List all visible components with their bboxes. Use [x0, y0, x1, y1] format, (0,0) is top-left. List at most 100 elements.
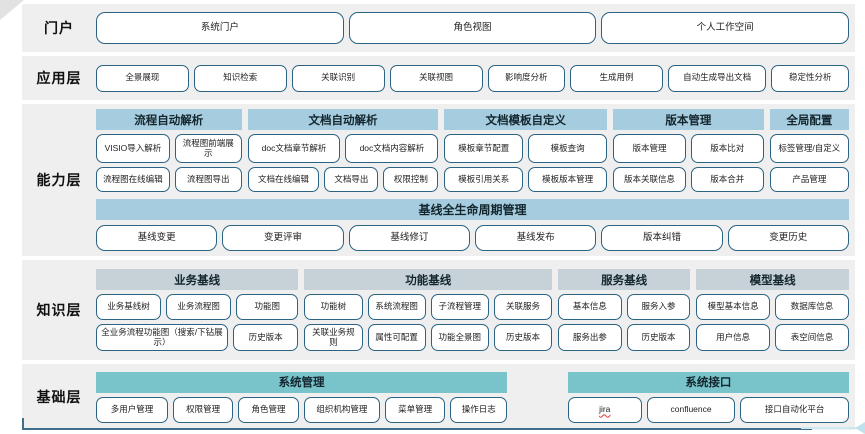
app-item-relation-view[interactable]: 关联视图: [389, 64, 483, 92]
base-confluence[interactable]: confluence: [646, 396, 736, 423]
base-multi-user-manage[interactable]: 多用户管理: [96, 396, 168, 423]
group-header-business-baseline: 业务基线: [96, 269, 299, 290]
base-org-structure-manage[interactable]: 组织机构管理: [303, 396, 380, 423]
know-business-baseline-tree[interactable]: 业务基线树: [96, 294, 162, 320]
group-row: doc文档章节解析 doc文档内容解析: [247, 134, 439, 163]
portal-item-role-view[interactable]: 角色视图: [348, 12, 597, 44]
layer-body-knowledge: 业务基线 业务基线树 业务流程图 功能图 全业务流程功能图（搜索/下钻展示） 历…: [96, 269, 855, 351]
know-subprocess-manage[interactable]: 子流程管理: [430, 294, 489, 320]
app-item-auto-export-doc[interactable]: 自动生成导出文档: [667, 64, 767, 92]
capability-group-doc-template: 文档模板自定义 模板章节配置 模板查询 模板引用关系 模板版本管理: [444, 109, 608, 192]
know-database-info[interactable]: 数据库信息: [775, 294, 849, 320]
know-service-basic-info[interactable]: 基本信息: [558, 294, 622, 320]
cap-template-version-manage[interactable]: 模板版本管理: [528, 167, 608, 192]
cap-tag-manage-custom[interactable]: 标签管理/自定义: [769, 134, 849, 163]
capability-groups: 流程自动解析 VISIO导入解析 流程图前端展示 流程图在线编辑 流程图导出 文…: [96, 109, 849, 192]
cap-version-merge[interactable]: 版本合并: [690, 167, 764, 192]
layer-label-application: 应用层: [36, 70, 82, 86]
group-row: 全业务流程功能图（搜索/下钻展示） 历史版本: [96, 324, 299, 351]
know-history-version-service[interactable]: 历史版本: [626, 324, 691, 351]
base-jira[interactable]: jira: [567, 396, 642, 423]
group-header-service-baseline: 服务基线: [558, 269, 691, 290]
lifecycle-change-review[interactable]: 变更评审: [222, 225, 344, 251]
know-model-basic-info[interactable]: 模型基本信息: [696, 294, 771, 320]
know-service-input-param[interactable]: 服务入参: [626, 294, 691, 320]
app-item-generate-case[interactable]: 生成用例: [570, 64, 663, 92]
right-edge-decoration: [855, 0, 865, 433]
know-user-info[interactable]: 用户信息: [696, 324, 771, 351]
cap-doc-export[interactable]: 文档导出: [324, 167, 379, 192]
group-header-process-parse: 流程自动解析: [96, 109, 242, 130]
cap-version-manage[interactable]: 版本管理: [613, 134, 686, 163]
cap-doc-content-parse[interactable]: doc文档内容解析: [345, 134, 439, 163]
layer-body-portal: 系统门户 角色视图 个人工作空间: [96, 12, 855, 44]
layer-body-capability: 流程自动解析 VISIO导入解析 流程图前端展示 流程图在线编辑 流程图导出 文…: [96, 109, 855, 251]
cap-doc-online-edit[interactable]: 文档在线编辑: [247, 167, 320, 192]
app-item-stability-analysis[interactable]: 稳定性分析: [771, 64, 849, 92]
base-interface-automation-platform[interactable]: 接口自动化平台: [740, 396, 849, 423]
group-row: 多用户管理 权限管理 角色管理 组织机构管理 菜单管理 操作日志: [96, 396, 508, 423]
group-row: VISIO导入解析 流程图前端展示: [96, 134, 242, 163]
base-role-manage[interactable]: 角色管理: [238, 396, 299, 423]
app-item-knowledge-search[interactable]: 知识检索: [193, 64, 287, 92]
portal-item-system-portal[interactable]: 系统门户: [96, 12, 344, 44]
cap-visio-import-parse[interactable]: VISIO导入解析: [96, 134, 170, 163]
cap-flowchart-export[interactable]: 流程图导出: [174, 167, 242, 192]
cap-version-compare[interactable]: 版本比对: [690, 134, 764, 163]
layer-label-knowledge: 知识层: [36, 302, 82, 318]
app-item-impact-analysis[interactable]: 影响度分析: [487, 64, 566, 92]
cap-flowchart-online-edit[interactable]: 流程图在线编辑: [96, 167, 170, 192]
group-row: 关联业务规则 属性可配置 功能全景图 历史版本: [304, 324, 553, 351]
layer-body-foundation: 系统管理 多用户管理 权限管理 角色管理 组织机构管理 菜单管理 操作日志 系统…: [96, 371, 855, 423]
lifecycle-baseline-revise[interactable]: 基线修订: [348, 225, 470, 251]
cap-flowchart-frontend-display[interactable]: 流程图前端展示: [174, 134, 242, 163]
app-item-relation-identify[interactable]: 关联识别: [291, 64, 385, 92]
group-row: 版本管理 版本比对: [613, 134, 764, 163]
lifecycle-version-correction[interactable]: 版本纠错: [601, 225, 723, 251]
cap-doc-chapter-parse[interactable]: doc文档章节解析: [247, 134, 341, 163]
know-system-flowchart[interactable]: 系统流程图: [367, 294, 426, 320]
knowledge-group-model-baseline: 模型基线 模型基本信息 数据库信息 用户信息 表空间信息: [696, 269, 849, 351]
application-items: 全景展现 知识检索 关联识别 关联视图 影响度分析 生成用例 自动生成导出文档 …: [96, 64, 849, 92]
layer-label-capability: 能力层: [36, 172, 82, 188]
know-function-tree[interactable]: 功能树: [304, 294, 363, 320]
capability-group-global-config: 全局配置 标签管理/自定义 产品管理: [769, 109, 849, 192]
know-full-business-process-function-chart[interactable]: 全业务流程功能图（搜索/下钻展示）: [96, 324, 228, 351]
know-related-business-rule[interactable]: 关联业务规则: [304, 324, 363, 351]
portal-item-personal-workspace[interactable]: 个人工作空间: [601, 12, 850, 44]
knowledge-group-service-baseline: 服务基线 基本信息 服务入参 服务出参 历史版本: [558, 269, 691, 351]
know-tablespace-info[interactable]: 表空间信息: [775, 324, 849, 351]
know-attribute-configurable[interactable]: 属性可配置: [367, 324, 426, 351]
group-header-model-baseline: 模型基线: [696, 269, 849, 290]
cap-version-relation-info[interactable]: 版本关联信息: [613, 167, 686, 192]
app-item-panorama[interactable]: 全景展现: [96, 64, 189, 92]
lifecycle-baseline-change[interactable]: 基线变更: [96, 225, 218, 251]
group-row: 产品管理: [769, 167, 849, 192]
lifecycle-baseline-publish[interactable]: 基线发布: [474, 225, 597, 251]
cap-permission-control[interactable]: 权限控制: [383, 167, 439, 192]
layer-capability: 能力层 流程自动解析 VISIO导入解析 流程图前端展示 流程图在线编辑 流程图…: [22, 104, 855, 256]
group-row: 流程图在线编辑 流程图导出: [96, 167, 242, 192]
group-row: 业务基线树 业务流程图 功能图: [96, 294, 299, 320]
know-related-service[interactable]: 关联服务: [493, 294, 553, 320]
cap-template-chapter-config[interactable]: 模板章节配置: [444, 134, 524, 163]
corner-decoration: [0, 0, 24, 20]
know-service-output-param[interactable]: 服务出参: [558, 324, 622, 351]
group-row: 功能树 系统流程图 子流程管理 关联服务: [304, 294, 553, 320]
know-history-version-business[interactable]: 历史版本: [232, 324, 299, 351]
know-function-chart[interactable]: 功能图: [236, 294, 299, 320]
group-header-baseline-lifecycle: 基线全生命周期管理: [96, 199, 849, 220]
cap-template-reference-relation[interactable]: 模板引用关系: [444, 167, 524, 192]
know-history-version-function[interactable]: 历史版本: [493, 324, 553, 351]
group-row: 用户信息 表空间信息: [696, 324, 849, 351]
cap-product-manage[interactable]: 产品管理: [769, 167, 849, 192]
baseline-lifecycle-items: 基线变更 变更评审 基线修订 基线发布 版本纠错 变更历史: [96, 225, 849, 251]
base-permission-manage[interactable]: 权限管理: [172, 396, 234, 423]
group-row: 版本关联信息 版本合并: [613, 167, 764, 192]
base-operation-log[interactable]: 操作日志: [450, 396, 508, 423]
lifecycle-change-history[interactable]: 变更历史: [727, 225, 849, 251]
know-function-panorama[interactable]: 功能全景图: [430, 324, 489, 351]
cap-template-query[interactable]: 模板查询: [528, 134, 608, 163]
base-menu-manage[interactable]: 菜单管理: [384, 396, 446, 423]
know-business-flowchart[interactable]: 业务流程图: [166, 294, 232, 320]
